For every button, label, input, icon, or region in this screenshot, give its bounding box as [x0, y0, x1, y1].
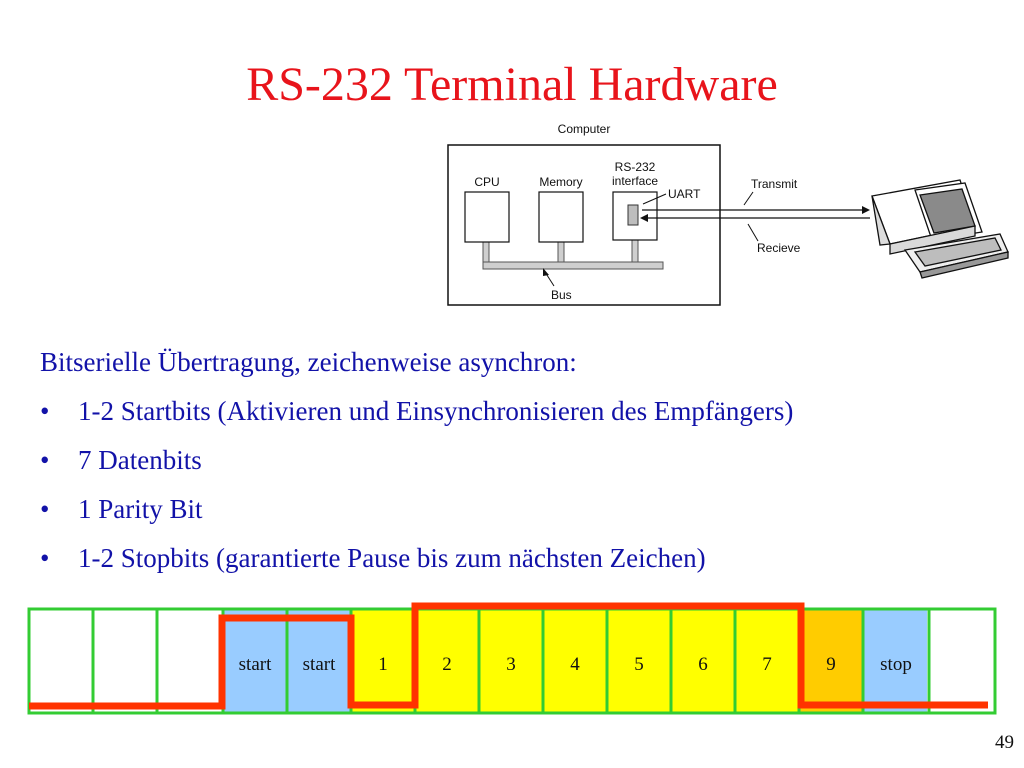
frame-cell-labels: start start 1 2 3 4 5 6 7 9 stop	[239, 654, 912, 675]
intro-line: Bitserielle Übertragung, zeichenweise as…	[40, 347, 577, 377]
cell-label-bit: 2	[442, 654, 452, 675]
page-number: 49	[995, 732, 1014, 753]
cell-bg	[223, 609, 287, 713]
bullet-text-1: 1-2 Startbits (Aktivieren und Einsynchro…	[78, 396, 794, 426]
uart-pointer	[642, 193, 667, 205]
slide-title: RS-232 Terminal Hardware	[246, 58, 778, 111]
cell-label-bit: 4	[570, 654, 580, 675]
bullet-item: • 1-2 Stopbits (garantierte Pause bis zum…	[40, 534, 793, 583]
bullet-item: • 7 Datenbits	[40, 436, 793, 485]
bullet-item: • 1-2 Startbits (Aktivieren und Einsynchr…	[40, 387, 793, 436]
cell-bg	[735, 609, 799, 713]
cpu-box	[464, 191, 510, 243]
uart-label: UART	[668, 187, 701, 201]
cell-bg	[287, 609, 351, 713]
interface-label-line2: interface	[612, 174, 658, 188]
cell-bg	[543, 609, 607, 713]
frame-cells-bg	[223, 609, 927, 713]
cell-label-start: start	[239, 654, 272, 675]
cell-label-bit: 7	[762, 654, 772, 675]
memory-label: Memory	[539, 175, 582, 189]
receive-label: Recieve	[757, 241, 801, 255]
interface-label-line1: RS-232	[615, 160, 656, 174]
bullet-text-3: 1 Parity Bit	[78, 494, 203, 524]
terminal-icon	[871, 179, 1009, 279]
cell-bg	[479, 609, 543, 713]
bullet-text-4: 1-2 Stopbits (garantierte Pause bis zum …	[78, 543, 706, 573]
uart-chip	[627, 204, 639, 226]
bus-label: Bus	[551, 288, 572, 302]
cell-bg	[799, 609, 863, 713]
cell-bg	[607, 609, 671, 713]
cell-bg	[415, 609, 479, 713]
bullet-symbol: •	[40, 396, 50, 426]
cell-label-bit: 6	[698, 654, 708, 675]
bullet-symbol: •	[40, 494, 50, 524]
cpu-label: CPU	[474, 175, 499, 189]
bullet-text-2: 7 Datenbits	[78, 445, 202, 475]
cell-label-stop: stop	[880, 654, 912, 675]
cell-label-bit: 5	[634, 654, 644, 675]
bullet-symbol: •	[40, 445, 50, 475]
cell-bg	[863, 609, 927, 713]
signal-waveform	[29, 602, 988, 710]
bullet-item: • 1 Parity Bit	[40, 485, 793, 534]
bullet-text: Bitserielle Übertragung, zeichenweise as…	[40, 338, 793, 583]
memory-box	[538, 191, 584, 243]
bullet-symbol: •	[40, 543, 50, 573]
cell-bg	[351, 609, 415, 713]
cell-label-parity: 9	[826, 654, 836, 675]
cell-label-bit: 3	[506, 654, 516, 675]
cell-bg	[671, 609, 735, 713]
cell-label-start: start	[303, 654, 336, 675]
rs232-hardware-diagram: Computer Bus CPU Memory RS-232 interface…	[447, 122, 1009, 306]
computer-label: Computer	[558, 122, 611, 136]
receive-pointer	[747, 223, 759, 242]
cell-label-bit: 1	[378, 654, 388, 675]
transmit-label: Transmit	[751, 177, 798, 191]
transmit-pointer	[743, 191, 754, 206]
